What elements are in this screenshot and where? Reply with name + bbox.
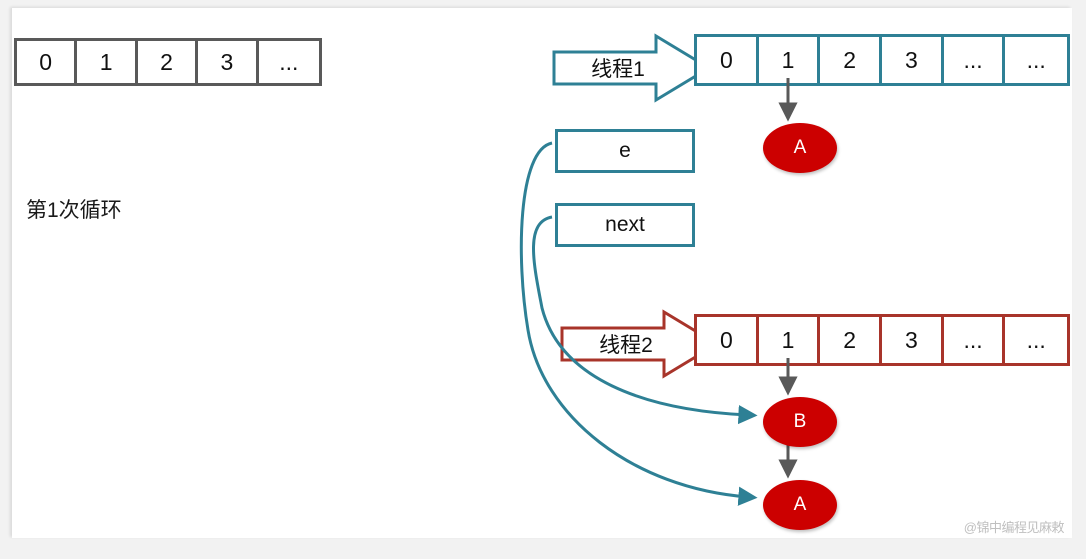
variable-box-next: next	[555, 203, 695, 247]
array-cell: 0	[17, 41, 78, 83]
diagram-canvas: 0 1 2 3 ... 第1次循环 线程1 0 1 2 3 ... ... e	[12, 8, 1072, 538]
node-label: A	[793, 494, 807, 515]
original-array-table: 0 1 2 3 ...	[14, 38, 322, 86]
thread2-array-table: 0 1 2 3 ... ...	[694, 314, 1070, 366]
array-cell: ...	[943, 37, 1006, 83]
array-cell: ...	[943, 317, 1006, 363]
thread1-block-arrow: 线程1	[552, 32, 712, 104]
array-cell: ...	[1005, 37, 1068, 83]
loop-caption: 第1次循环	[26, 199, 122, 222]
node-label: A	[793, 137, 807, 158]
node-b-thread2: B	[763, 397, 837, 447]
array-cell: 3	[882, 37, 944, 83]
node-a-thread1: A	[763, 123, 837, 173]
connector-layer	[519, 78, 798, 506]
array-cell: ...	[1005, 317, 1068, 363]
node-a-thread2: A	[763, 480, 837, 530]
array-cell: 1	[758, 37, 821, 83]
variable-box-e: e	[555, 129, 695, 173]
thread2-label: 线程2	[599, 334, 653, 357]
array-cell: 3	[882, 317, 944, 363]
variable-label-next: next	[605, 213, 645, 236]
watermark: @锦中编程见麻敕	[963, 520, 1065, 535]
array-cell: 2	[820, 317, 883, 363]
block-arrow-shape	[552, 33, 712, 103]
node-label: B	[793, 411, 807, 432]
array-cell: 3	[198, 41, 259, 83]
array-cell: 2	[820, 37, 883, 83]
array-cell: 0	[697, 317, 759, 363]
array-cell: ...	[258, 41, 319, 83]
variable-label-e: e	[619, 139, 631, 162]
array-cell: 2	[137, 41, 199, 83]
array-cell: 1	[77, 41, 138, 83]
thread1-label: 线程1	[591, 58, 645, 81]
thread1-array-table: 0 1 2 3 ... ...	[694, 34, 1070, 86]
array-cell: 0	[697, 37, 759, 83]
array-cell: 1	[758, 317, 821, 363]
